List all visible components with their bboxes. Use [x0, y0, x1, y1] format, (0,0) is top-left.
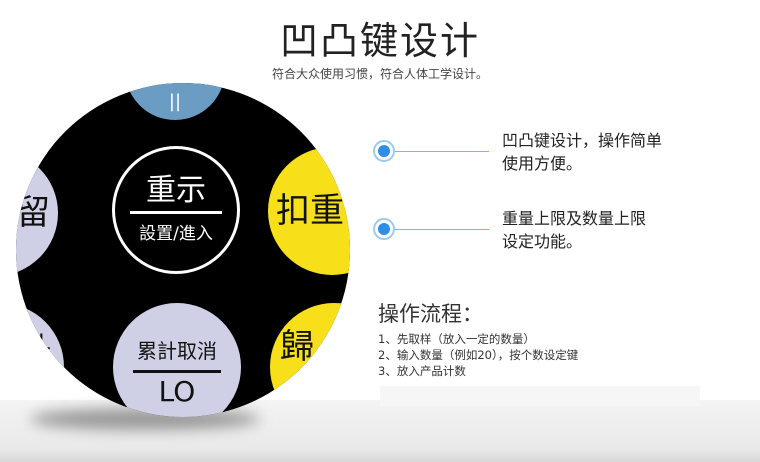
key-left: 留	[16, 150, 58, 276]
feature-connector	[395, 151, 489, 152]
key-center-sub: 設置/進入	[139, 224, 213, 244]
process-steps: 1、先取样（放入一定的数量） 2、输入数量（例如20），按个数设定键 3、放入产…	[378, 331, 578, 379]
feature-1: 凹凸键设计，操作简单 使用方便。	[502, 129, 662, 175]
key-top-label: ||	[168, 91, 182, 112]
key-left-label: 留	[16, 193, 50, 233]
process-title: 操作流程：	[378, 302, 483, 326]
key-bottom-sub: LO	[158, 375, 196, 408]
key-bottom-right-label: 歸	[280, 327, 314, 367]
page-title: 凹凸键设计	[279, 19, 480, 63]
key-center-divider	[130, 211, 222, 214]
key-center-main: 重示	[146, 173, 206, 208]
feature-bullet-icon	[373, 140, 395, 162]
key-bottom: 累計取消 LO	[113, 303, 241, 417]
process-step: 2、输入数量（例如20），按个数设定键	[378, 348, 579, 362]
feature-2-line1: 重量上限及数量上限	[502, 209, 647, 228]
key-bottom-divider	[133, 370, 221, 373]
key-bottom-left-label: L	[38, 330, 50, 354]
feature-1-line1: 凹凸键设计，操作简单	[502, 131, 663, 150]
feature-2: 重量上限及数量上限 设定功能。	[502, 207, 646, 253]
key-bottom-main: 累計取消	[137, 339, 217, 363]
display-platform-back	[380, 386, 700, 406]
feature-connector	[395, 229, 489, 230]
key-bottom-right: 歸	[270, 303, 350, 417]
key-right: 扣重	[268, 147, 350, 275]
key-top: ||	[125, 83, 225, 120]
feature-2-line2: 设定功能。	[502, 232, 583, 251]
page-subtitle: 符合大众使用习惯，符合人体工学设计。	[271, 67, 488, 81]
process-step: 3、放入产品计数	[378, 364, 466, 378]
keypad-closeup: || 留 重示 設置/進入 扣重 L 累計取消 LO 歸	[16, 83, 350, 417]
feature-bullet-icon	[373, 218, 395, 240]
key-right-label: 扣重	[276, 191, 344, 231]
feature-1-line2: 使用方便。	[502, 154, 583, 173]
key-center: 重示 設置/進入	[112, 146, 240, 274]
process-step: 1、先取样（放入一定的数量）	[378, 332, 535, 346]
